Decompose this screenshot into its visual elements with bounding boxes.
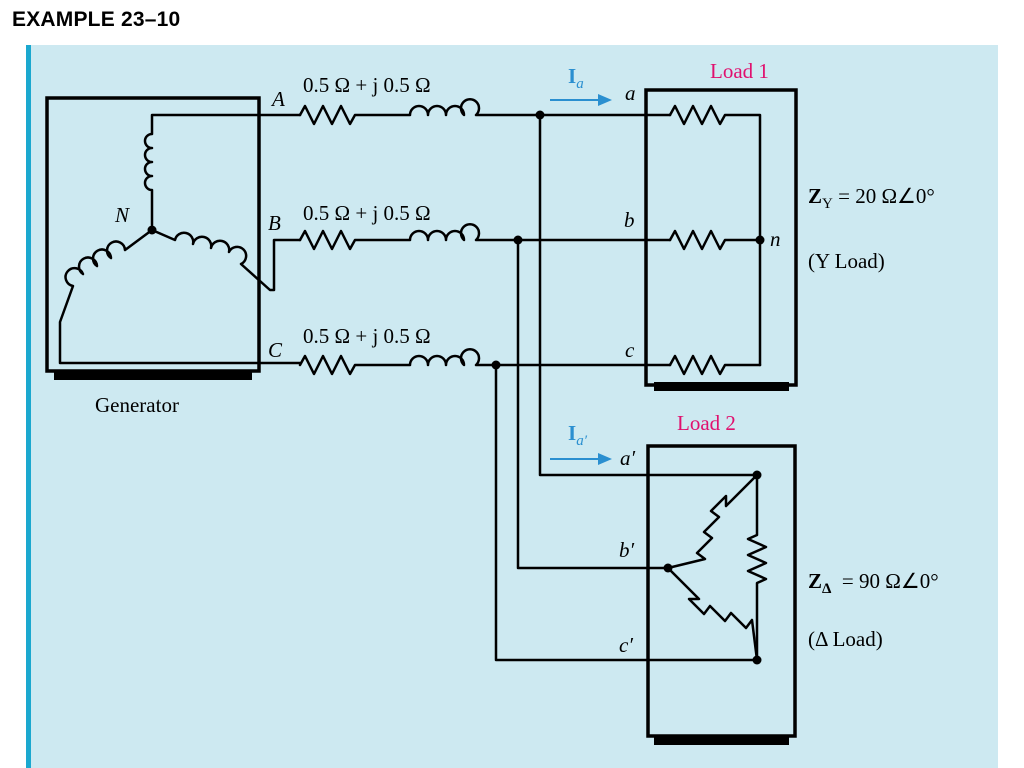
load1-impedance-symbol: Z	[808, 184, 822, 208]
terminal-c-label: c	[625, 338, 635, 362]
load2-impedance: ZΔ = 90 Ω∠0°	[808, 569, 939, 597]
load1-impedance-subscript: Y	[822, 196, 833, 212]
line-b-impedance	[298, 223, 520, 251]
line-c-impedance	[298, 348, 498, 376]
current-ia-prime-label: Ia′	[568, 421, 588, 449]
current-ia-subscript: a	[576, 76, 584, 92]
load1-title: Load 1	[710, 59, 769, 83]
load2-title: Load 2	[677, 411, 736, 435]
wire-b-load2	[516, 238, 670, 570]
node-b-label: B	[268, 211, 281, 235]
terminal-a-prime-label: a′	[620, 446, 636, 470]
generator-box	[45, 96, 261, 373]
current-ia-label: Ia	[568, 64, 584, 92]
load1-type: (Y Load)	[808, 249, 885, 273]
current-ia-prime-symbol: I	[568, 421, 576, 445]
wire-a-load2	[538, 113, 759, 477]
terminal-c-prime-label: c′	[619, 633, 633, 657]
current-ia-symbol: I	[568, 64, 576, 88]
generator-label: Generator	[95, 393, 179, 417]
generator-neutral-label: N	[114, 203, 130, 227]
load2-type: (Δ Load)	[808, 627, 883, 651]
load1-resistors	[668, 104, 765, 376]
current-ia-arrow	[550, 94, 612, 106]
load2-base-bar	[654, 736, 789, 745]
terminal-a-label: a	[625, 81, 636, 105]
load1-impedance: ZY = 20 Ω∠0°	[808, 184, 935, 212]
generator-windings	[58, 113, 302, 365]
node-a-label: A	[270, 87, 285, 111]
load1-neutral-label: n	[770, 227, 781, 251]
line-c-impedance-label: 0.5 Ω + j 0.5 Ω	[303, 324, 431, 348]
load2-impedance-subscript: Δ	[822, 581, 832, 597]
terminal-b-prime-label: b′	[619, 538, 635, 562]
load2-impedance-value: = 90 Ω∠0°	[831, 569, 938, 593]
line-b-impedance-label: 0.5 Ω + j 0.5 Ω	[303, 201, 431, 225]
current-ia-prime-arrow	[550, 453, 612, 465]
load2-box	[646, 444, 797, 738]
figure-panel	[26, 45, 998, 768]
load2-impedance-symbol: Z	[808, 569, 822, 593]
line-a-impedance	[298, 98, 542, 126]
current-ia-prime-subscript: a′	[576, 433, 588, 449]
generator-base-bar	[54, 371, 252, 380]
wire-c-load2	[494, 363, 759, 662]
load1-base-bar	[654, 382, 789, 391]
line-a-impedance-label: 0.5 Ω + j 0.5 Ω	[303, 73, 431, 97]
node-c-label: C	[268, 338, 283, 362]
load1-impedance-value: = 20 Ω∠0°	[833, 184, 935, 208]
terminal-b-label: b	[624, 208, 635, 232]
example-heading: EXAMPLE 23–10	[12, 8, 181, 31]
load2-delta-resistors	[663, 470, 768, 665]
